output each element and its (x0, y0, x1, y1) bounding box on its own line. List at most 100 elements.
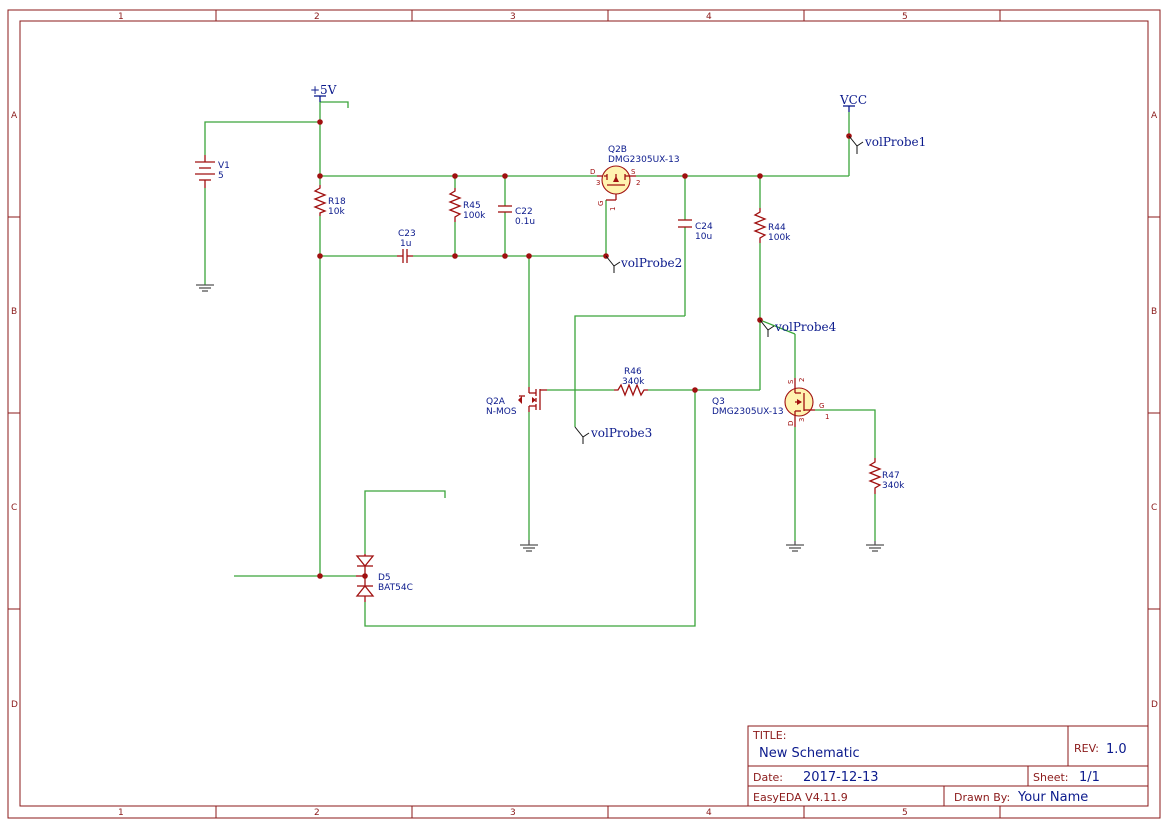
probe-label-4: volProbe4 (774, 320, 837, 334)
mosfet-q3[interactable]: Q3 DMG2305UX-13 S 2 G 1 D 3 (712, 378, 829, 427)
voltage-probe-1[interactable]: volProbe1 (848, 135, 926, 154)
zone-row-d-right: D (1151, 700, 1158, 710)
probe-label-2: volProbe2 (620, 256, 682, 270)
tool-version: EasyEDA V4.11.9 (753, 791, 848, 804)
ref-r44: R44 (768, 223, 786, 233)
ref-q2a: Q2A (486, 397, 506, 407)
pin-q2b-s: S (631, 168, 636, 176)
zone-row-b-right: B (1151, 307, 1157, 317)
value-v1: 5 (218, 171, 224, 181)
sheet-label: Sheet: (1033, 771, 1069, 784)
value-q2a: N-MOS (486, 407, 517, 417)
zone-col-3-bottom: 3 (510, 808, 516, 818)
ref-d5: D5 (378, 573, 391, 583)
ground-icon (196, 284, 214, 292)
ref-v1: V1 (218, 161, 230, 171)
pin-q2b-3: 3 (596, 179, 600, 187)
date-label: Date: (753, 771, 783, 784)
ref-r18: R18 (328, 197, 346, 207)
drawn-by-label: Drawn By: (954, 791, 1010, 804)
zone-col-2-bottom: 2 (314, 808, 320, 818)
voltage-probe-2[interactable]: volProbe2 (605, 255, 682, 273)
ref-c22: C22 (515, 207, 533, 217)
title-value: New Schematic (759, 746, 860, 761)
value-c24: 10u (695, 232, 712, 242)
ref-c24: C24 (695, 222, 713, 232)
value-q3: DMG2305UX-13 (712, 407, 784, 417)
pin-q2b-2: 2 (636, 179, 640, 187)
resistor-r18[interactable]: R18 10k (313, 185, 346, 217)
zone-row-c-right: C (1151, 503, 1157, 513)
pin-q2b-d: D (590, 168, 595, 176)
zone-col-1-top: 1 (118, 12, 124, 22)
ref-q2b: Q2B (608, 145, 627, 155)
mosfet-q2a[interactable]: Q2A N-MOS (486, 387, 547, 417)
zone-col-3-top: 3 (510, 12, 516, 22)
value-q2b: DMG2305UX-13 (608, 155, 680, 165)
resistor-r45[interactable]: R45 100k (448, 188, 486, 222)
voltage-probe-4[interactable]: volProbe4 (759, 319, 837, 337)
ref-r47: R47 (882, 471, 900, 481)
title-label: TITLE: (752, 729, 786, 742)
zone-row-b-left: B (11, 307, 17, 317)
ground-icon (866, 541, 884, 552)
pin-q3-s: S (787, 379, 795, 384)
wires (204, 101, 876, 627)
pin-q2b-g: G (597, 201, 605, 206)
resistor-r47[interactable]: R47 340k (868, 458, 905, 494)
value-c22: 0.1u (515, 217, 535, 227)
resistor-r44[interactable]: R44 100k (753, 208, 791, 243)
drawing-frame: 1 2 3 4 5 1 2 3 4 5 A B C D A B C D (7, 9, 1161, 819)
pin-q2b-1: 1 (609, 207, 617, 211)
pin-q3-1: 1 (825, 413, 829, 421)
capacitor-c22[interactable]: C22 0.1u (498, 205, 535, 227)
value-r18: 10k (328, 207, 345, 217)
zone-col-2-top: 2 (314, 12, 320, 22)
pin-q3-d: D (787, 421, 795, 426)
date-value: 2017-12-13 (803, 770, 879, 785)
pin-q3-2: 2 (798, 378, 806, 382)
value-r45: 100k (463, 211, 486, 221)
drawn-by-value: Your Name (1017, 790, 1088, 805)
ground-icon (520, 540, 538, 552)
ref-r46: R46 (624, 367, 642, 377)
power-vcc: VCC (839, 93, 867, 112)
title-block: TITLE: New Schematic REV: 1.0 Date: 2017… (747, 725, 1149, 807)
zone-col-4-top: 4 (706, 12, 712, 22)
value-c23: 1u (400, 239, 411, 249)
probe-label-3: volProbe3 (590, 426, 652, 440)
ground-icon (786, 541, 804, 552)
zone-row-a-left: A (11, 111, 18, 121)
zone-row-a-right: A (1151, 111, 1158, 121)
zone-col-1-bottom: 1 (118, 808, 124, 818)
capacitor-c23[interactable]: C23 1u (397, 229, 416, 263)
value-r44: 100k (768, 233, 791, 243)
mosfet-q2b[interactable]: Q2B DMG2305UX-13 D S 3 2 G 1 (590, 145, 680, 211)
ref-q3: Q3 (712, 397, 725, 407)
net-label-vcc: VCC (839, 93, 867, 107)
rev-value: 1.0 (1106, 742, 1127, 757)
value-d5: BAT54C (378, 583, 413, 593)
pin-q3-g: G (819, 402, 824, 410)
value-r47: 340k (882, 481, 905, 491)
zone-col-5-top: 5 (902, 12, 908, 22)
rev-label: REV: (1074, 742, 1099, 755)
zone-col-5-bottom: 5 (902, 808, 908, 818)
pin-q3-3: 3 (798, 418, 806, 422)
junctions (317, 119, 852, 579)
zone-col-4-bottom: 4 (706, 808, 712, 818)
value-r46: 340k (622, 377, 645, 387)
net-label-plus5v: +5V (310, 83, 337, 97)
power-plus5v: +5V (310, 83, 337, 102)
probe-label-1: volProbe1 (864, 135, 926, 149)
resistor-r46[interactable]: R46 340k (614, 367, 648, 397)
zone-row-d-left: D (11, 700, 18, 710)
diode-d5[interactable]: D5 BAT54C (355, 554, 413, 602)
battery-v1[interactable]: V1 5 (195, 155, 230, 188)
capacitor-c24[interactable]: C24 10u (678, 219, 713, 242)
ref-c23: C23 (398, 229, 416, 239)
ref-r45: R45 (463, 201, 481, 211)
voltage-probe-3[interactable]: volProbe3 (574, 426, 652, 444)
zone-row-c-left: C (11, 503, 17, 513)
